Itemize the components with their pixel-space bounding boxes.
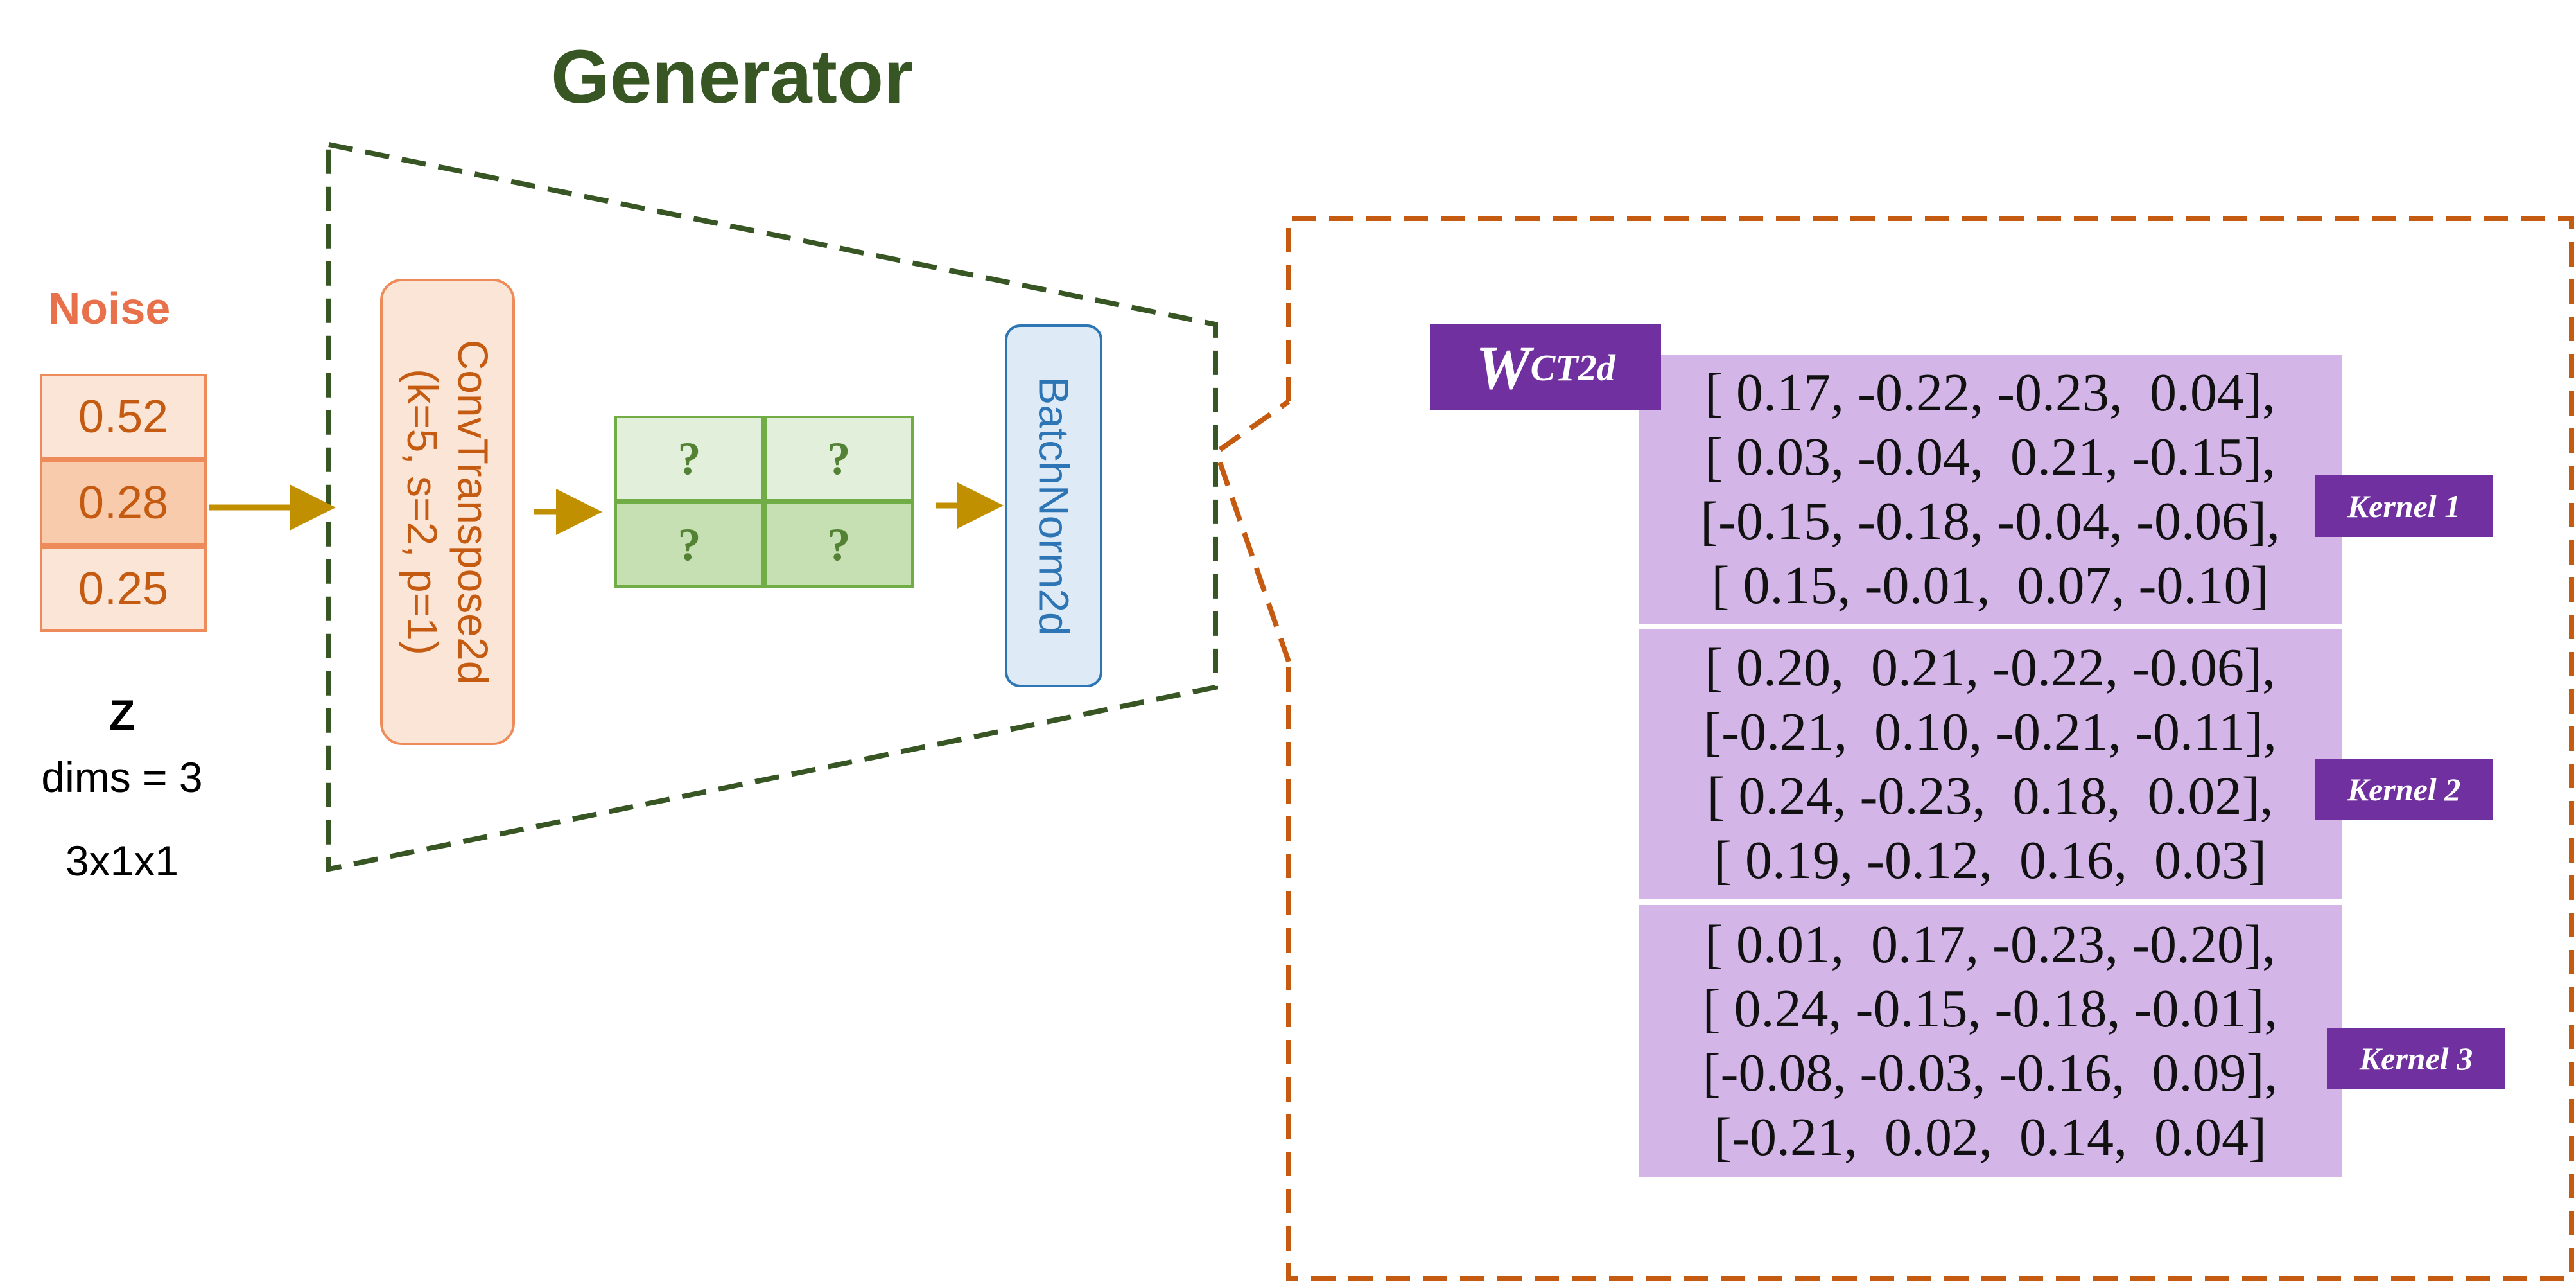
diagram-title: Generator	[551, 35, 913, 119]
output-grid-cell: ?	[764, 502, 914, 588]
z-label: Z	[109, 690, 135, 739]
matrix-row: [-0.08, -0.03, -0.16, 0.09],	[1702, 1043, 2278, 1103]
kernel-tag: Kernel 1	[2315, 475, 2493, 537]
matrix-row: [ 0.17, -0.22, -0.23, 0.04],	[1705, 363, 2276, 423]
matrix-row: [-0.21, 0.02, 0.14, 0.04]	[1714, 1107, 2267, 1167]
matrix-row: [ 0.24, -0.15, -0.18, -0.01],	[1702, 979, 2278, 1039]
weight-label-main: W	[1475, 333, 1531, 402]
conv-transpose-layer: ConvTranspose2d (k=5, s=2, p=1)	[380, 279, 515, 745]
matrix-row: [ 0.01, 0.17, -0.23, -0.20],	[1705, 915, 2276, 974]
batchnorm-layer: BatchNorm2d	[1005, 324, 1102, 687]
kernel-matrix: [ 0.01, 0.17, -0.23, -0.20], [ 0.24, -0.…	[1639, 905, 2342, 1177]
conv-layer-params: (k=5, s=2, p=1)	[399, 369, 446, 655]
zoom-callout-border	[1286, 216, 2574, 1281]
noise-value: 0.25	[40, 546, 207, 632]
conv-layer-name: ConvTranspose2d	[449, 339, 498, 685]
output-grid-cell: ?	[614, 502, 764, 588]
matrix-row: [ 0.20, 0.21, -0.22, -0.06],	[1705, 638, 2276, 698]
matrix-row: [-0.15, -0.18, -0.04, -0.06],	[1700, 491, 2280, 551]
noise-label: Noise	[48, 283, 171, 333]
kernel-tag: Kernel 3	[2327, 1028, 2505, 1089]
batchnorm-label: BatchNorm2d	[1030, 376, 1078, 636]
zoom-callout-line-top	[1218, 399, 1291, 452]
kernel-matrix: [ 0.20, 0.21, -0.22, -0.06], [-0.21, 0.1…	[1639, 629, 2342, 899]
generator-outline	[326, 141, 1218, 872]
output-grid-cell: ?	[764, 416, 914, 502]
matrix-row: [-0.21, 0.10, -0.21, -0.11],	[1703, 702, 2277, 762]
noise-value: 0.52	[40, 374, 207, 460]
matrix-row: [ 0.19, -0.12, 0.16, 0.03]	[1714, 831, 2267, 890]
output-grid-cell: ?	[614, 416, 764, 502]
noise-value: 0.28	[40, 460, 207, 546]
kernel-matrix: [ 0.17, -0.22, -0.23, 0.04], [ 0.03, -0.…	[1639, 355, 2342, 624]
shape-label: 3x1x1	[65, 837, 179, 884]
matrix-row: [ 0.03, -0.04, 0.21, -0.15],	[1705, 427, 2276, 487]
matrix-row: [ 0.24, -0.23, 0.18, 0.02],	[1707, 766, 2274, 826]
weight-label-sub: CT2d	[1530, 346, 1615, 389]
matrix-row: [ 0.15, -0.01, 0.07, -0.10]	[1711, 556, 2269, 615]
dims-label: dims = 3	[41, 753, 203, 801]
kernel-tag: Kernel 2	[2315, 759, 2493, 820]
zoom-callout-line-bottom	[1217, 461, 1291, 663]
